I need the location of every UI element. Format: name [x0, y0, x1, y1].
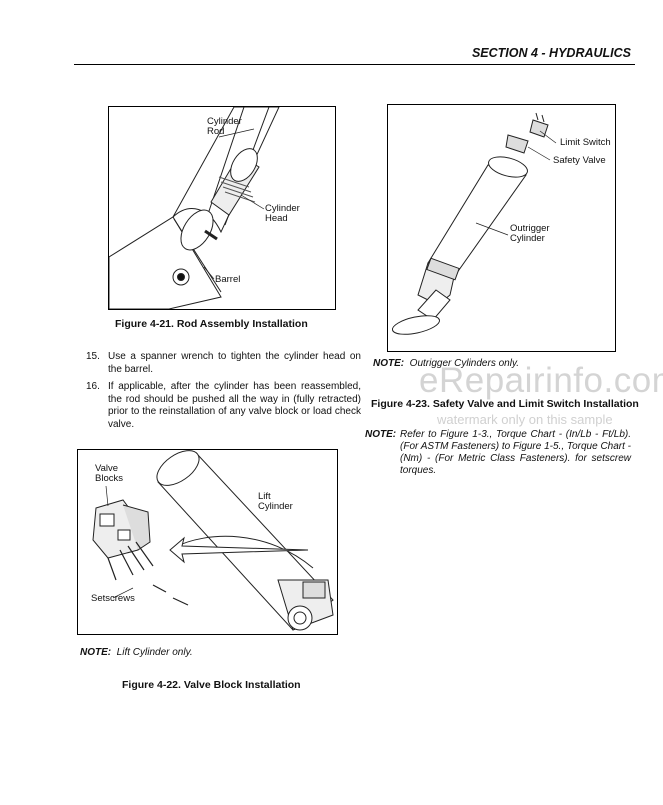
rod-assembly-illustration — [108, 106, 280, 310]
header-rule — [74, 64, 635, 65]
label-lift-cylinder: Lift Cylinder — [258, 491, 293, 512]
figure-4-21-caption: Figure 4-21. Rod Assembly Installation — [115, 318, 308, 330]
step-15: 15. Use a spanner wrench to tighten the … — [86, 351, 362, 377]
note-label: NOTE: — [373, 358, 405, 369]
label-barrel: Barrel — [215, 274, 241, 285]
label-safety-valve: Safety Valve — [553, 155, 606, 166]
torque-note: NOTE: Refer to Figure 1-3., Torque Chart… — [365, 429, 633, 481]
step-text: If applicable, after the cylinder has be… — [108, 381, 361, 430]
step-number: 16. — [86, 381, 100, 392]
section-header: SECTION 4 - HYDRAULICS — [471, 46, 631, 60]
safety-valve-illustration — [391, 112, 557, 335]
note-text: Refer to Figure 1-3., Torque Chart - (In… — [400, 429, 632, 476]
figure-4-22-note: NOTE: Lift Cylinder only. — [80, 647, 193, 659]
step-16: 16. If applicable, after the cylinder ha… — [86, 381, 362, 433]
label-valve-blocks: Valve Blocks — [95, 463, 123, 484]
note-label: NOTE: — [80, 647, 112, 658]
step-text: Use a spanner wrench to tighten the cyli… — [108, 351, 361, 375]
valve-block-illustration — [92, 450, 334, 631]
note-text: Outrigger Cylinders only. — [409, 358, 519, 369]
label-setscrews: Setscrews — [91, 593, 135, 604]
figure-4-23-frame: Limit Switch Safety Valve Outrigger Cyli… — [387, 104, 616, 352]
label-cylinder-rod: Cylinder Rod — [207, 116, 242, 137]
figure-4-23-note: NOTE: Outrigger Cylinders only. — [373, 358, 519, 370]
note-label: NOTE: — [365, 429, 397, 440]
label-cylinder-head: Cylinder Head — [265, 203, 300, 224]
figure-4-22-frame: Valve Blocks Lift Cylinder Setscrews — [77, 449, 338, 635]
figure-4-21-frame: Cylinder Rod Cylinder Head Barrel — [108, 106, 336, 310]
figure-4-22-caption: Figure 4-22. Valve Block Installation — [122, 679, 301, 691]
figure-4-23-caption: Figure 4-23. Safety Valve and Limit Swit… — [371, 398, 639, 410]
step-number: 15. — [86, 351, 100, 362]
label-outrigger-cylinder: Outrigger Cylinder — [510, 223, 550, 244]
watermark-brand: eRepairinfo.com — [419, 361, 663, 400]
watermark-sample: watermark only on this sample — [437, 412, 613, 427]
note-text: Lift Cylinder only. — [116, 647, 193, 658]
label-limit-switch: Limit Switch — [560, 137, 611, 148]
